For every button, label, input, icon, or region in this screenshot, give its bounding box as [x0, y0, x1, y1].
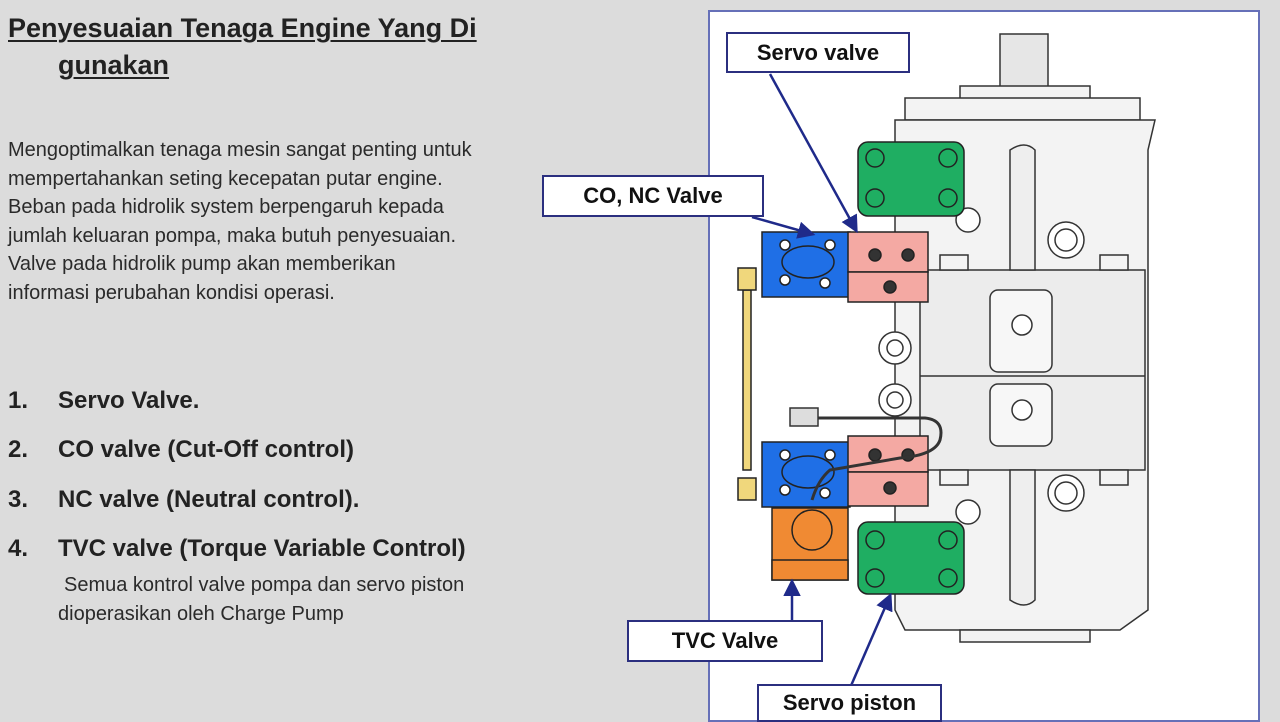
callout-tvc-valve: TVC Valve	[627, 620, 823, 662]
title-line-2: gunakan	[58, 50, 170, 80]
callout-co-nc-valve: CO, NC Valve	[542, 175, 764, 217]
intro-line: informasi perubahan kondisi operasi.	[8, 281, 335, 304]
servo-piston-top	[857, 141, 965, 217]
list-number: 4.	[8, 535, 29, 563]
note-line: Semua kontrol valve pompa dan servo pist…	[64, 574, 465, 596]
list-text: CO valve (Cut-Off control)	[58, 436, 355, 464]
pump-housing	[878, 33, 1156, 643]
list-number: 2.	[8, 436, 29, 464]
valve-list-item: 1. Servo Valve.	[8, 376, 466, 426]
tvc-valve-block	[771, 507, 849, 581]
intro-line: Mengoptimalkan tenaga mesin sangat penti…	[8, 139, 472, 161]
intro-line: mempertahankan seting kecepatan putar en…	[8, 167, 443, 190]
servo-piston-bottom	[857, 521, 965, 595]
leader-lines	[751, 73, 893, 689]
servo-valve-block-bottom	[847, 435, 929, 507]
title-line-1: Penyesuaian Tenaga Engine Yang Di	[8, 13, 477, 43]
valve-list-item: 3. NC valve (Neutral control).	[8, 475, 466, 525]
callout-servo-valve: Servo valve	[726, 32, 910, 73]
slide-title: Penyesuaian Tenaga Engine Yang Di gunaka…	[8, 10, 648, 84]
intro-paragraph: Mengoptimalkan tenaga mesin sangat penti…	[8, 136, 608, 307]
intro-line: jumlah keluaran pompa, maka butuh penyes…	[8, 224, 457, 247]
co-nc-valve-block-top	[761, 231, 851, 298]
servo-valve-block-top	[847, 231, 929, 303]
valve-list-item: 4. TVC valve (Torque Variable Control)	[8, 525, 466, 575]
valve-list: 1. Servo Valve. 2. CO valve (Cut-Off con…	[8, 376, 466, 574]
list-number: 1.	[8, 386, 29, 414]
charge-pump-note: Semua kontrol valve pompa dan servo pist…	[58, 571, 618, 629]
valve-list-item: 2. CO valve (Cut-Off control)	[8, 426, 466, 476]
list-number: 3.	[8, 485, 29, 513]
list-text: NC valve (Neutral control).	[58, 485, 360, 513]
intro-line: Valve pada hidrolik pump akan memberikan	[8, 253, 396, 275]
note-line: dioperasikan oleh Charge Pump	[58, 603, 344, 625]
callout-servo-piston: Servo piston	[757, 684, 942, 722]
co-nc-valve-block-bottom	[761, 441, 851, 508]
wire-harness	[789, 407, 943, 501]
list-text: TVC valve (Torque Variable Control)	[58, 535, 466, 563]
intro-line: Beban pada hidrolik system berpengaruh k…	[8, 196, 444, 218]
list-text: Servo Valve.	[58, 386, 200, 414]
pilot-tube	[737, 267, 757, 501]
